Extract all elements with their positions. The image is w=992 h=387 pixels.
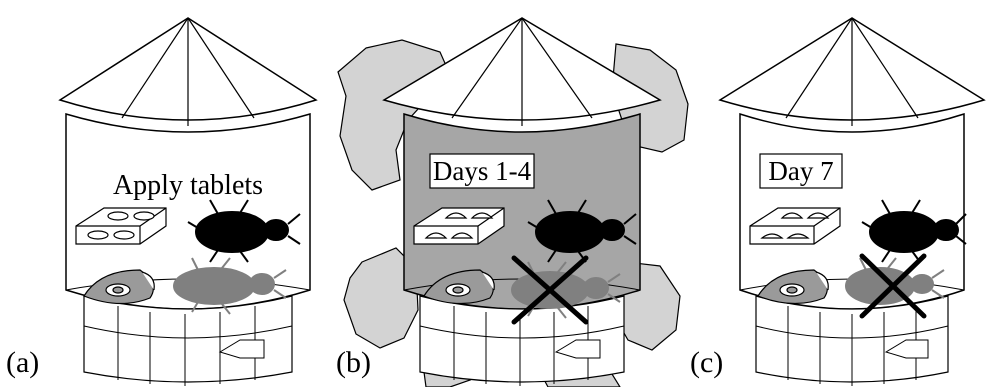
silo-base — [420, 296, 624, 382]
panel-label: (a) — [6, 346, 39, 379]
panel-label: (b) — [336, 346, 371, 379]
panel-b: Days 1-4 — [336, 18, 688, 387]
stage-label-box: Days 1-4 — [430, 154, 534, 188]
panel-c: Day 7 — [690, 18, 984, 386]
stage-label-box: Day 7 — [760, 154, 842, 188]
stage-label: Day 7 — [768, 156, 833, 186]
panel-a: Apply tablets — [6, 18, 316, 386]
silo-base — [84, 296, 292, 382]
stage-label: Apply tablets — [113, 170, 263, 201]
silo-c — [720, 18, 984, 386]
stage-label: Days 1-4 — [433, 156, 532, 186]
panel-label: (c) — [690, 346, 723, 379]
silo-a — [60, 18, 316, 386]
